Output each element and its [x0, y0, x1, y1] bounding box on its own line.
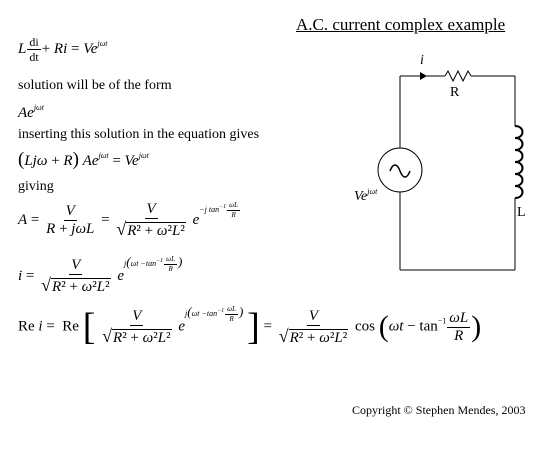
- equation-substituted: (Ljω + R) Aejωt = Vejωt: [18, 149, 149, 170]
- label-current-i: i: [420, 53, 424, 68]
- label-source: Vejωt: [354, 187, 378, 204]
- sine-wave-icon: [389, 164, 411, 178]
- resistor-icon: [444, 69, 472, 83]
- page-title: A.C. current complex example: [296, 15, 506, 34]
- text-inserting: inserting this solution in the equation …: [18, 127, 260, 142]
- equation-trial-solution: Aejωt: [18, 103, 44, 121]
- text-solution-form: solution will be of the form: [18, 78, 172, 93]
- label-resistor-r: R: [450, 85, 460, 100]
- circuit-diagram: i R L Vejωt: [354, 53, 526, 271]
- text-giving: giving: [18, 179, 54, 194]
- current-arrow-icon: [420, 72, 427, 80]
- inductor-icon: [514, 125, 524, 199]
- label-inductor-l: L: [517, 205, 526, 220]
- copyright-text: Copyright © Stephen Mendes, 2003: [352, 403, 526, 417]
